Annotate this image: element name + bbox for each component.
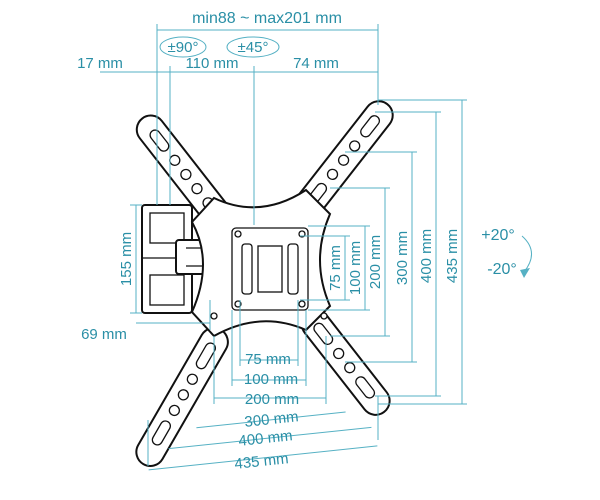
swivel-label: ±90° — [168, 39, 199, 56]
pivot-label: ±45° — [238, 39, 269, 56]
vertical-200-label: 200 mm — [367, 235, 384, 289]
offset-17-label: 17 mm — [77, 55, 123, 72]
vertical-400-label: 400 mm — [418, 229, 435, 283]
bracket-arm-upper-right — [288, 100, 394, 227]
horizontal-300-label: 300 mm — [244, 408, 300, 431]
horizontal-75-label: 75 mm — [245, 351, 291, 368]
bracket-arm-lower-right — [300, 309, 391, 416]
height-155-label: 155 mm — [118, 232, 135, 286]
horizontal-435-label: 435 mm — [234, 450, 290, 473]
vertical-100-label: 100 mm — [347, 241, 364, 295]
offset-74-label: 74 mm — [293, 55, 339, 72]
depth-label: min88 ~ max201 mm — [192, 10, 342, 27]
horizontal-400-label: 400 mm — [238, 427, 294, 450]
vertical-300-label: 300 mm — [394, 231, 411, 285]
dimension-lines — [100, 24, 532, 471]
vertical-75-label: 75 mm — [327, 245, 344, 291]
tv-mount — [135, 100, 394, 467]
vertical-435-label: 435 mm — [444, 229, 461, 283]
width-69-label: 69 mm — [81, 326, 127, 343]
tilt-down-label: -20° — [487, 261, 517, 278]
center-plate — [190, 188, 332, 338]
horizontal-200-label: 200 mm — [245, 391, 299, 408]
horizontal-100-label: 100 mm — [244, 371, 298, 388]
dimension-labels: min88 ~ max201 mm ±90° ±45° 17 mm 110 mm… — [77, 10, 517, 473]
tilt-up-label: +20° — [481, 227, 515, 244]
offset-110-label: 110 mm — [185, 55, 238, 72]
bracket-arm-lower-left — [135, 327, 229, 467]
